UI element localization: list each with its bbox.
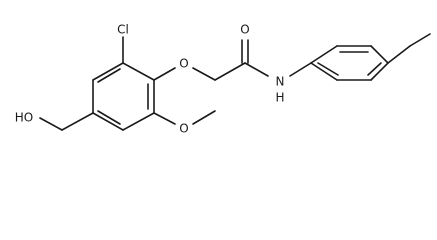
- bond: [92, 112, 124, 131]
- bond-methyl-end: [409, 33, 431, 47]
- left-benzene-ring: [92, 62, 155, 131]
- bond-methyl: [387, 45, 411, 64]
- double-bond-inner: [97, 110, 121, 125]
- bond-o-methyl: [192, 110, 216, 125]
- bond: [122, 112, 155, 131]
- hydroxyl-label: HO: [15, 111, 33, 125]
- chemical-structure: Cl O O N H O HO: [15, 23, 431, 136]
- bond-o-ch2: [192, 67, 216, 81]
- bond: [92, 62, 124, 81]
- carbonyl-oxygen-label: O: [240, 23, 249, 37]
- bond: [310, 62, 338, 81]
- bond-c-o-ether: [153, 67, 176, 81]
- ether-oxygen-label: O: [179, 57, 188, 71]
- double-bond-inner: [97, 68, 121, 83]
- amide-hydrogen-label: H: [275, 91, 284, 105]
- bond-n-aryl: [289, 62, 312, 77]
- bond-c-n: [244, 62, 269, 77]
- bond-c-o-methoxy: [153, 112, 176, 125]
- methoxy-oxygen-label: O: [179, 122, 188, 136]
- right-benzene-ring: [310, 45, 389, 81]
- chlorine-label: Cl: [117, 23, 129, 37]
- bond-ring-ch2: [61, 112, 94, 131]
- bond: [370, 45, 389, 64]
- double-bond-inner: [367, 62, 382, 76]
- bond: [122, 62, 155, 81]
- bond-ch2-carbonyl: [214, 62, 246, 81]
- amide-nitrogen-label: N: [276, 75, 285, 89]
- bond: [370, 62, 389, 81]
- bond: [310, 45, 338, 64]
- bond-ch2-oh: [39, 117, 63, 131]
- double-bond-inner: [317, 62, 339, 76]
